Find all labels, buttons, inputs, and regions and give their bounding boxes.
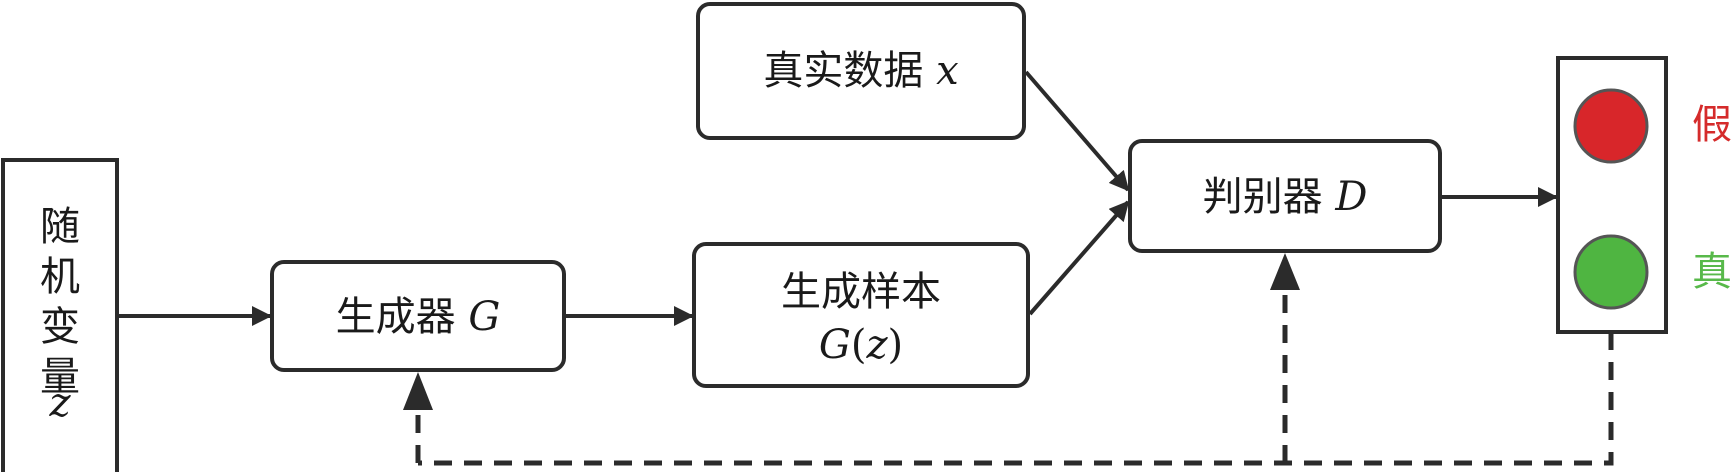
random-variable-char-2: 机 bbox=[40, 254, 80, 300]
arrow-sample-to-discriminator bbox=[1028, 200, 1130, 316]
generated-sample-title: 生成样本 bbox=[781, 269, 941, 315]
discriminator-node: 判别器 D bbox=[1128, 139, 1442, 253]
random-variable-char-1: 随 bbox=[40, 204, 80, 250]
generated-sample-close-paren: ) bbox=[888, 322, 904, 368]
real-light-icon bbox=[1573, 234, 1649, 310]
generator-label: 生成器 G bbox=[336, 294, 501, 340]
real-label: 真 bbox=[1692, 249, 1732, 295]
generated-sample-formula: G(z) bbox=[819, 322, 903, 368]
random-variable-node: 随 机 变 量 z bbox=[1, 158, 119, 472]
generated-sample-node: 生成样本 G(z) bbox=[692, 242, 1030, 388]
feedback-path bbox=[418, 332, 1614, 466]
output-indicator bbox=[1556, 56, 1668, 334]
generator-node: 生成器 G bbox=[270, 260, 566, 372]
random-variable-char-3: 变 bbox=[40, 304, 80, 350]
generator-symbol: G bbox=[468, 294, 500, 340]
discriminator-symbol: D bbox=[1334, 174, 1367, 220]
feedback-arrowhead-generator bbox=[403, 372, 433, 410]
real-data-text: 真实数据 bbox=[763, 48, 923, 94]
discriminator-text: 判别器 bbox=[1203, 174, 1323, 220]
generated-sample-open-paren: ( bbox=[851, 322, 867, 368]
fake-label: 假 bbox=[1692, 102, 1732, 148]
real-data-label: 真实数据 x bbox=[763, 48, 958, 94]
fake-light-icon bbox=[1573, 88, 1649, 164]
discriminator-label: 判别器 D bbox=[1203, 174, 1368, 220]
generated-sample-func: G bbox=[819, 322, 851, 368]
arrow-real-to-discriminator bbox=[1024, 70, 1130, 192]
feedback-arrowhead-discriminator bbox=[1270, 253, 1300, 290]
real-data-symbol: x bbox=[936, 48, 959, 94]
random-variable-char-4: 量 bbox=[40, 354, 80, 400]
random-variable-symbol: z bbox=[48, 380, 71, 426]
generator-text: 生成器 bbox=[336, 294, 456, 340]
real-data-node: 真实数据 x bbox=[696, 2, 1026, 140]
generated-sample-arg: z bbox=[865, 322, 888, 368]
